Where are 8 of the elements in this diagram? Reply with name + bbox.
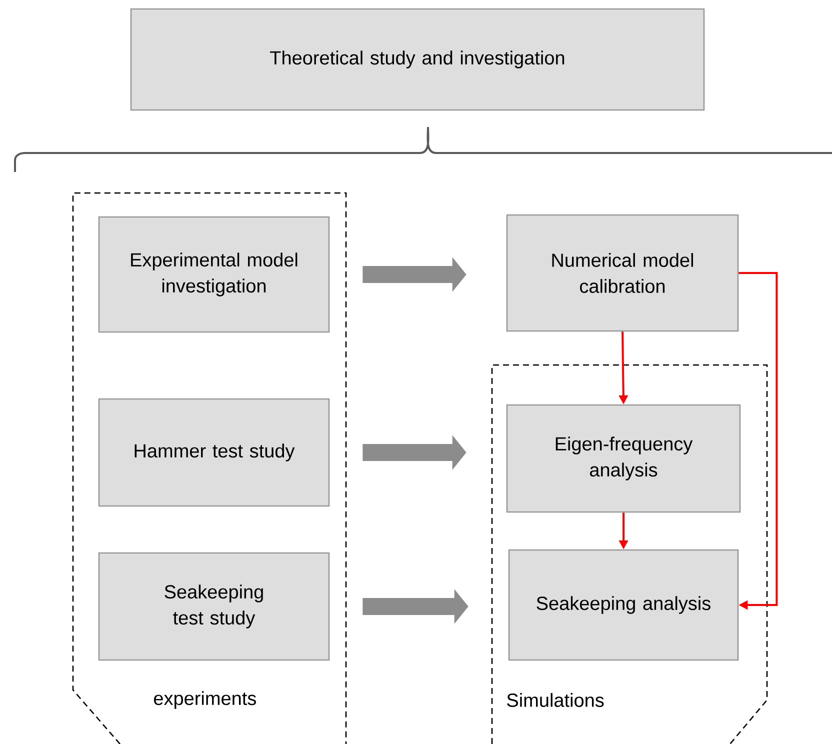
process-box: Eigen-frequency analysis: [506, 404, 741, 513]
process-box: Experimental model investigation: [98, 216, 330, 333]
process-box: Numerical model calibration: [506, 214, 739, 332]
process-box: Hammer test study: [98, 398, 330, 507]
process-box: Seakeeping analysis: [508, 549, 739, 661]
arrow: [738, 272, 778, 610]
process-box: Theoretical study and investigation: [130, 8, 705, 111]
process-box: Seakeeping test study: [98, 552, 330, 661]
